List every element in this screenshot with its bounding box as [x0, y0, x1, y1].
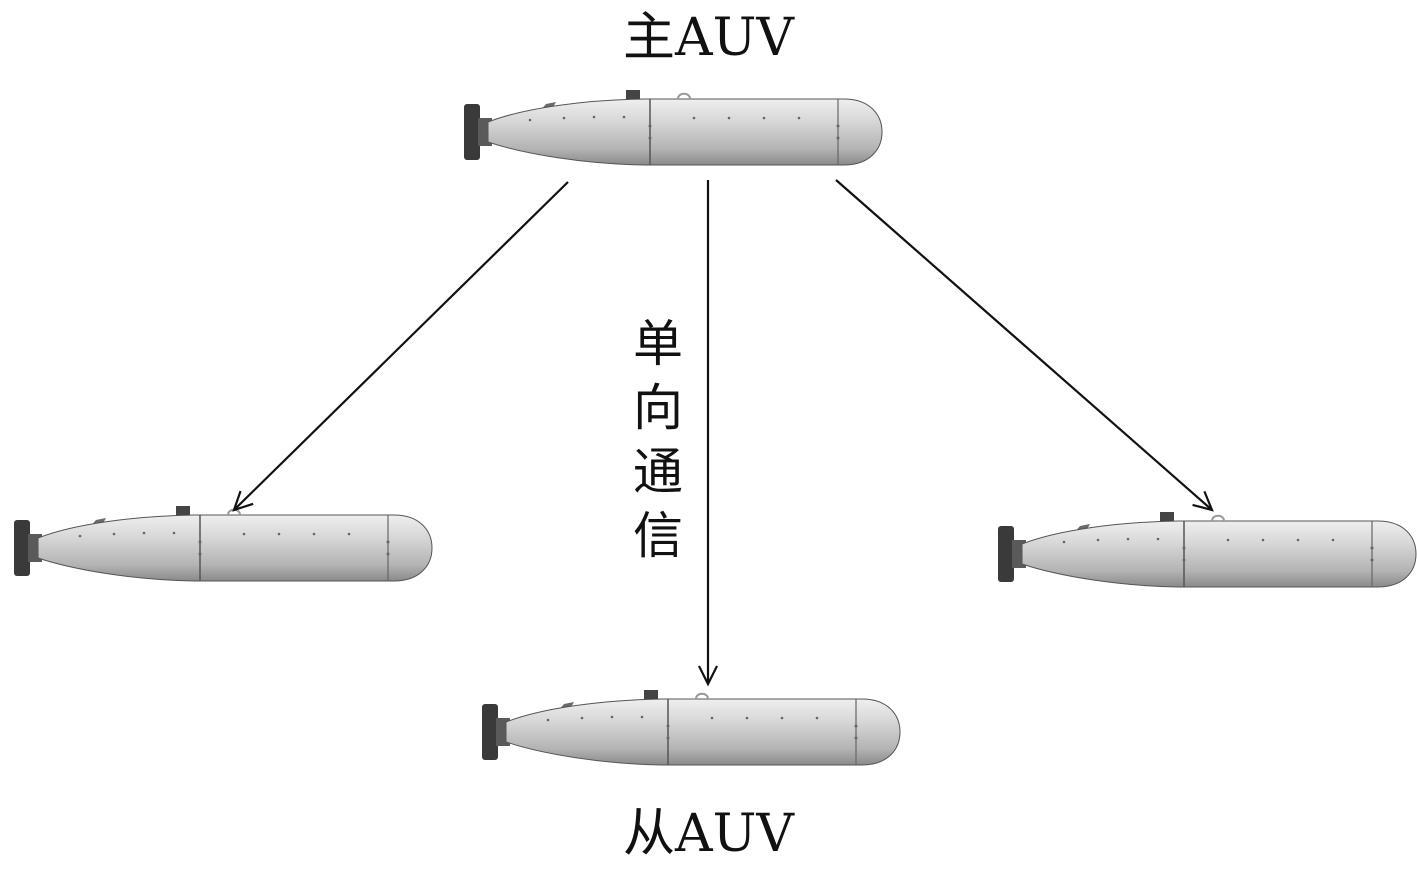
link-label-char-3: 信	[633, 507, 683, 565]
link-label-char-2: 通	[633, 443, 683, 501]
arrow-to-left-auv	[232, 181, 569, 512]
slave-auv-label: 从AUV	[623, 804, 794, 864]
link-label-char-1: 向	[633, 379, 683, 437]
master-auv-icon	[463, 89, 883, 166]
slave-auv-left-icon	[13, 505, 433, 582]
one-way-communication-label: 单向通信	[628, 312, 688, 568]
master-auv-label: 主AUV	[623, 8, 794, 68]
slave-auv-bottom-icon	[481, 689, 901, 766]
slave-auv-right-icon	[997, 511, 1417, 588]
arrow-to-right-auv	[835, 179, 1214, 512]
link-label-char-0: 单	[633, 315, 683, 373]
